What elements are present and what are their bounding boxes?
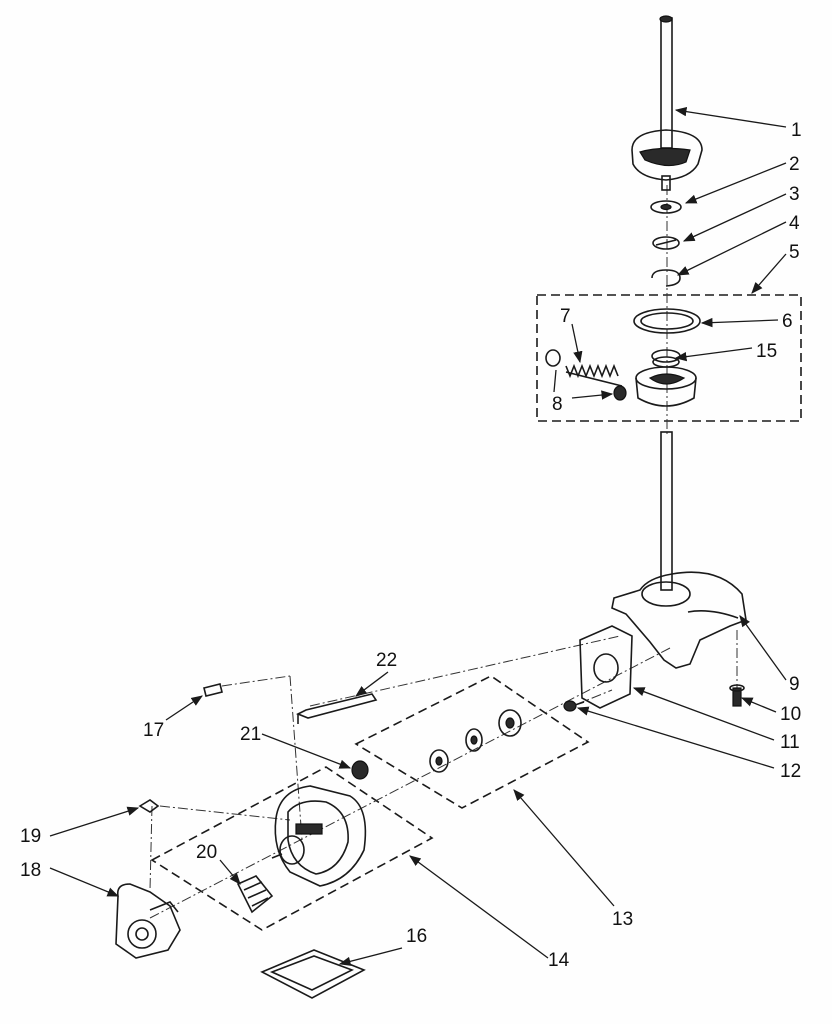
callout-8: 8 [552,394,563,415]
part-19-clip [138,799,160,813]
axis-line-17b [289,675,303,841]
part-8-plug-right [613,385,627,401]
callout-13: 13 [612,909,633,930]
callout-21: 21 [240,724,261,745]
part-6-ring [633,308,701,334]
part-13-coupling [429,709,522,773]
part-10-screw [729,684,745,707]
axis-line-19 [149,805,153,891]
part-20-switch [236,875,274,914]
callout-7: 7 [560,306,571,327]
callout-14: 14 [548,950,570,971]
axis-line-motor [149,647,671,919]
callout-11: 11 [780,732,800,753]
part-8-plug-left [545,349,561,367]
part-12-screw [563,700,585,712]
callout-18: 18 [20,860,41,881]
part-11-adapter-plate [579,625,633,709]
part-22-lever [296,693,378,724]
callout-4: 4 [789,213,800,234]
callout-5: 5 [789,242,800,263]
part-17-pin [203,683,223,697]
callout-12: 12 [780,761,801,782]
part-2-washer [650,200,682,214]
part-18-pump [115,883,181,959]
axis-line-17 [221,675,291,687]
part-1-shaft-cam [631,15,703,191]
group-box-14 [150,766,434,931]
callout-15: 15 [756,341,777,362]
part-7-coil-spring [565,363,623,387]
part-14-motor [271,785,367,887]
part-9-gearcase [611,431,747,669]
callout-1: 1 [791,120,802,141]
callout-16: 16 [406,926,427,947]
callout-22: 22 [376,650,397,671]
part-15-spring [651,349,681,368]
callout-3: 3 [789,184,800,205]
part-3-clip [652,236,680,250]
callout-19: 19 [20,826,41,847]
part-4-ring [651,269,681,287]
callout-17: 17 [143,720,164,741]
leader-lines [49,106,787,966]
callout-10: 10 [780,704,801,725]
group-box-13 [354,675,590,809]
callout-6: 6 [782,311,793,332]
group-box-5 [536,294,802,422]
clutch-drum [635,366,697,407]
part-16-pad [260,949,366,999]
callout-2: 2 [789,154,800,175]
axis-line-22 [309,635,621,707]
callout-20: 20 [196,842,217,863]
callout-9: 9 [789,674,800,695]
axis-line-19b [159,805,291,821]
part-21-bushing [351,760,369,780]
